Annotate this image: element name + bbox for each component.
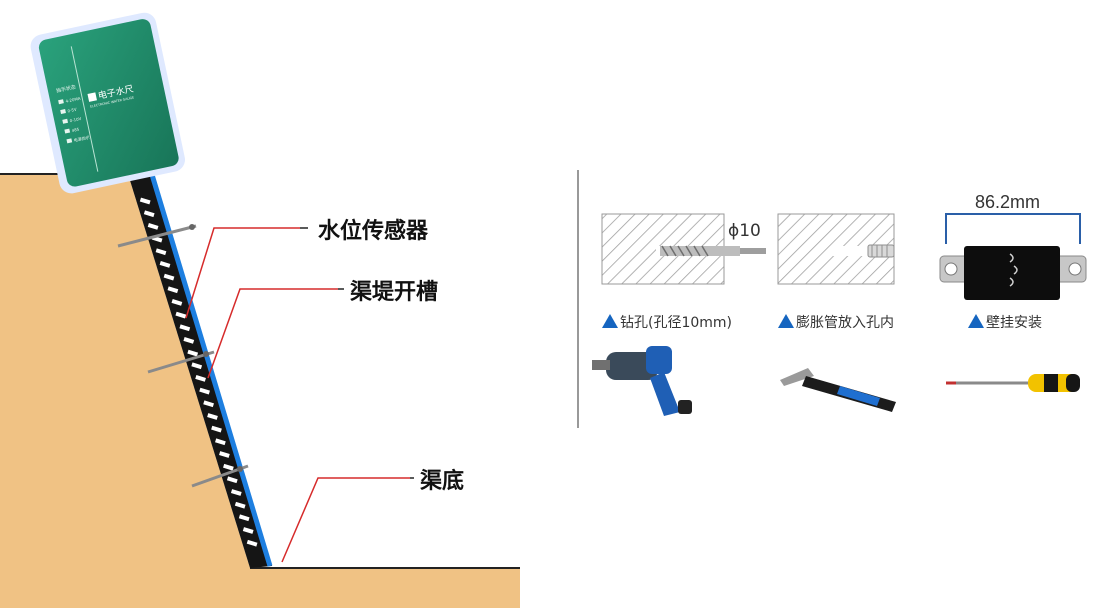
hammer-icon	[780, 368, 896, 412]
leader-lines-black	[300, 227, 414, 479]
sensor-rung	[187, 349, 199, 357]
leader-groove	[207, 288, 338, 379]
indicator-label: 0-5V	[67, 107, 77, 114]
sensor-rung	[230, 489, 242, 496]
step-drill-hole: ϕ10	[601, 213, 766, 285]
device-indicator-legend: 4-20MA 0-5V 0-10V 485 电源指示	[58, 96, 90, 144]
sensor-groove	[128, 167, 273, 568]
sensor-rung	[139, 197, 151, 205]
dimension-bracket	[945, 213, 1081, 244]
indicator-label: 0-10V	[69, 116, 82, 123]
indicator-label: 4-20MA	[65, 96, 81, 104]
sensor-rung	[159, 261, 171, 268]
drill-icon	[592, 346, 692, 416]
anchor-bolt	[147, 350, 215, 374]
sensor-rung	[219, 451, 230, 458]
sensor-rung	[211, 425, 222, 433]
label-embankment-groove: 渠堤开槽	[350, 279, 438, 305]
leader-bottom	[281, 477, 410, 563]
dimension-label: 86.2mm	[975, 192, 1040, 212]
indicator-label: 485	[71, 126, 80, 133]
leader-lines	[185, 227, 410, 563]
screwdriver-icon	[946, 374, 1080, 392]
expansion-tube-icon	[867, 244, 895, 258]
step-captions: 钻孔(孔径10mm) 膨胀管放入孔内 壁挂安装	[602, 314, 1042, 331]
device-divider	[70, 46, 99, 172]
anchor-bolt	[117, 224, 197, 248]
sensor-rod	[147, 167, 273, 567]
caption-triangle-icon	[968, 314, 984, 328]
step-wall-mount: 86.2mm	[939, 192, 1087, 300]
caption-triangle-icon	[602, 314, 618, 328]
sensor-rung	[207, 413, 218, 420]
sensor-rung	[171, 299, 183, 306]
caption-expansion: 膨胀管放入孔内	[796, 314, 894, 331]
label-water-level-sensor: 水位传感器	[318, 218, 429, 244]
brand-logo-icon	[87, 92, 97, 102]
sensor-rung	[179, 324, 191, 332]
sensor-rung	[167, 286, 179, 294]
sensor-rung	[234, 501, 246, 509]
sensor-rungs	[139, 197, 258, 547]
sensor-rung	[195, 375, 206, 382]
sensor-rung	[191, 362, 203, 370]
sensor-rung	[242, 527, 254, 534]
sensor-rung	[163, 273, 175, 281]
device-panel-title: 指示状态	[55, 83, 76, 94]
sensor-rung	[226, 476, 238, 484]
anchor-bolt	[191, 464, 249, 488]
sensor-rung	[215, 438, 226, 446]
sensor-rung	[147, 223, 159, 230]
caption-mount: 壁挂安装	[986, 315, 1042, 331]
sensor-rung	[238, 514, 250, 522]
caption-drill: 钻孔(孔径10mm)	[620, 315, 732, 331]
sensor-rung	[155, 248, 167, 256]
sensor-rung	[199, 387, 210, 395]
step-insert-anchor	[777, 213, 895, 285]
anchor-hole	[832, 246, 894, 256]
diameter-label: ϕ10	[728, 221, 761, 241]
sensor-rung	[175, 311, 187, 319]
mounting-bracket-icon	[939, 246, 1087, 300]
drill-bit-icon	[660, 245, 766, 257]
indicator-label: 电源指示	[73, 134, 90, 143]
sensor-rung	[143, 210, 155, 218]
leader-sensor	[185, 227, 300, 319]
soil-embankment	[0, 174, 520, 608]
anchor-bolts	[117, 224, 249, 488]
caption-triangle-icon	[778, 314, 794, 328]
sensor-rung	[183, 337, 195, 344]
sensor-rung	[246, 539, 258, 547]
sensor-rung	[203, 400, 214, 408]
label-channel-bottom: 渠底	[420, 468, 464, 494]
electronic-water-gauge-device: 指示状态 4-20MA 0-5V 0-10V 485 电源指示 电子水尺 ELE…	[30, 12, 186, 194]
sensor-rung	[223, 463, 234, 471]
